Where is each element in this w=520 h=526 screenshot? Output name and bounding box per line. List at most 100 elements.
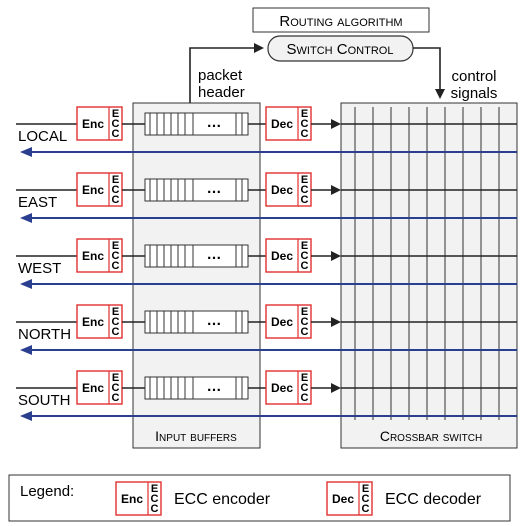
ecc-letter: C: [301, 326, 309, 338]
packet-header-label-line1: packet: [198, 67, 243, 84]
encoder-label: Enc: [82, 381, 104, 395]
buffer-outline: [144, 376, 249, 400]
legend-encoder-label: Enc: [121, 492, 143, 506]
encoder-box: [76, 238, 123, 273]
encoder-box: [76, 172, 123, 207]
legend-title: Legend:: [20, 483, 74, 500]
encoder-ecc-block: Enc ECC: [76, 238, 123, 273]
ecc-letter: C: [362, 503, 370, 515]
ecc-letter: E: [301, 108, 308, 120]
decoder-label: Dec: [271, 249, 293, 263]
decoder-box: [265, 304, 312, 339]
ecc-letter: E: [301, 240, 308, 252]
buffer-ellipsis: …: [207, 246, 222, 263]
ecc-letter: E: [301, 174, 308, 186]
buffer-outline: [144, 112, 249, 136]
decoder-box: [265, 172, 312, 207]
ecc-letter: C: [301, 194, 309, 206]
control-signals-label-line1: control: [451, 68, 496, 85]
buffer-ellipsis: …: [207, 114, 222, 131]
buffer-outline: [144, 244, 249, 268]
decoder-box: [265, 238, 312, 273]
ecc-letter: E: [112, 306, 119, 318]
port-rows: EncECC…DecECCLOCALEncECC…DecECCEASTEncEC…: [16, 106, 517, 421]
buffer-queue: …: [144, 244, 249, 268]
ecc-letter: C: [112, 118, 120, 130]
control-signals-label-line2: signals: [451, 85, 498, 102]
decoder-box: [265, 106, 312, 141]
ecc-letter: E: [112, 108, 119, 120]
buffer-queue: …: [144, 112, 249, 136]
legend-encoder-block: Enc ECC: [115, 481, 162, 516]
ecc-letter: E: [362, 483, 369, 495]
encoder-ecc-block: Enc ECC: [76, 370, 123, 405]
buffer-ellipsis: …: [207, 180, 222, 197]
ecc-letter: C: [301, 316, 309, 328]
buffer-outline: [144, 178, 249, 202]
buffer-queue: …: [144, 310, 249, 334]
decoder-ecc-block: Dec ECC: [265, 370, 312, 405]
decoder-ecc-block: Dec ECC: [265, 238, 312, 273]
ecc-letter: C: [112, 128, 120, 140]
decoder-box: [265, 370, 312, 405]
ecc-letter: C: [301, 128, 309, 140]
encoder-label: Enc: [82, 183, 104, 197]
port-label: EAST: [18, 194, 57, 211]
encoder-label: Enc: [82, 249, 104, 263]
port-label: NORTH: [18, 326, 71, 343]
ecc-letter: C: [112, 382, 120, 394]
legend-box: [8, 474, 511, 522]
port-label: SOUTH: [18, 392, 71, 409]
ecc-letter: C: [301, 382, 309, 394]
legend-encoder-ecc-block: Enc ECC: [115, 481, 162, 516]
ecc-letter: E: [112, 372, 119, 384]
ecc-letter: C: [112, 260, 120, 272]
packet-header-arrow: [189, 43, 264, 103]
switch-control-label: Switch Control: [287, 41, 394, 58]
encoder-ecc-block: Enc ECC: [76, 106, 123, 141]
routing-algorithm-label: Routing algorithm: [279, 13, 402, 30]
ecc-letter: C: [151, 503, 159, 515]
encoder-label: Enc: [82, 117, 104, 131]
decoder-label: Dec: [271, 183, 293, 197]
ecc-letter: C: [112, 316, 120, 328]
decoder-label: Dec: [271, 381, 293, 395]
crossbar-switch-label: Crossbar switch: [380, 428, 482, 444]
legend-encoder-desc: ECC encoder: [174, 491, 271, 508]
ecc-letter: E: [151, 483, 158, 495]
ecc-letter: C: [301, 118, 309, 130]
encoder-ecc-block: Enc ECC: [76, 304, 123, 339]
buffer-ellipsis: …: [207, 378, 222, 395]
port-label: WEST: [18, 260, 61, 277]
crossbar-grid: [354, 107, 500, 420]
decoder-label: Dec: [271, 315, 293, 329]
ecc-letter: C: [112, 392, 120, 404]
ecc-letter: C: [301, 250, 309, 262]
buffer-queue: …: [144, 178, 249, 202]
ecc-letter: C: [112, 326, 120, 338]
encoder-label: Enc: [82, 315, 104, 329]
ecc-letter: C: [301, 260, 309, 272]
ecc-letter: E: [112, 174, 119, 186]
ecc-letter: C: [112, 184, 120, 196]
control-signals-arrow: [413, 47, 445, 99]
ecc-letter: E: [112, 240, 119, 252]
ecc-letter: E: [301, 372, 308, 384]
legend-encoder-box: [115, 481, 162, 516]
buffer-queue: …: [144, 376, 249, 400]
ecc-letter: C: [112, 250, 120, 262]
crossbar-switch-panel: [340, 102, 518, 449]
buffer-ellipsis: …: [207, 312, 222, 329]
legend-decoder-label: Dec: [332, 492, 354, 506]
ecc-letter: C: [301, 392, 309, 404]
routing-algorithm-box: [252, 7, 430, 33]
ecc-letter: C: [151, 493, 159, 505]
